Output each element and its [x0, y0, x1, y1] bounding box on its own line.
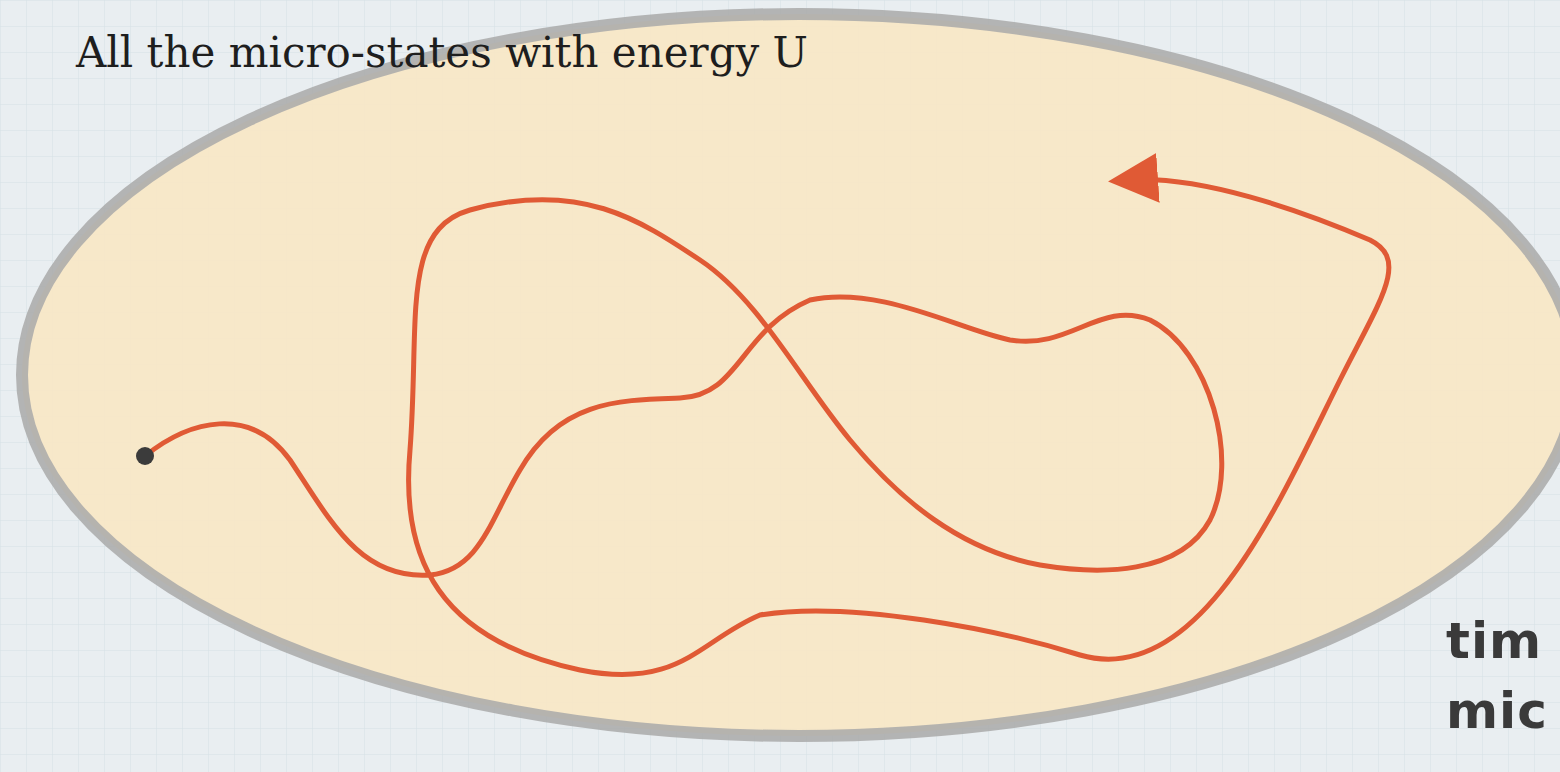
region-heading: All the micro-states with energy U — [76, 28, 808, 77]
region-outline — [14, 6, 1560, 744]
annotation-text: mic — [1446, 682, 1548, 740]
state-region: All the micro-states with energy U — [14, 6, 1560, 744]
annotation-text: tim — [1446, 612, 1542, 670]
